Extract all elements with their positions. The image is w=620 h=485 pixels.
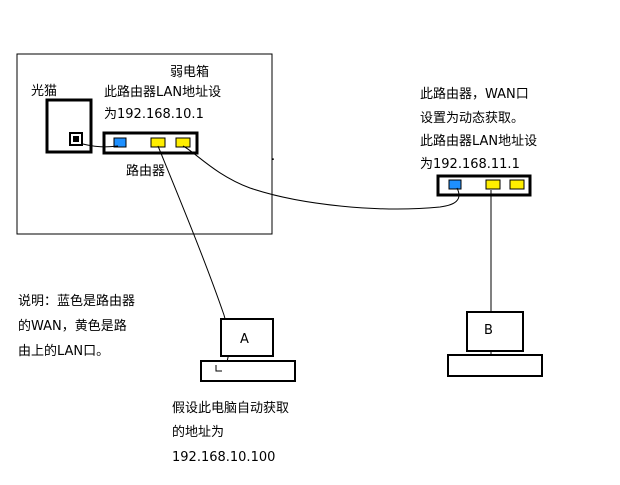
weak-box-frame (16, 53, 273, 235)
router-1-note-line-1: 此路由器LAN地址设 (104, 85, 222, 100)
pc-b (447, 311, 543, 377)
modem (45, 98, 93, 154)
pc-b-label: B (484, 323, 493, 338)
router-1-label: 路由器 (126, 164, 166, 179)
stray-mark: . (271, 149, 276, 164)
router-1-wan-port (113, 137, 127, 148)
legend-line-2: 的WAN，黄色是路 (18, 319, 127, 334)
weak-box-label: 弱电箱 (170, 65, 210, 80)
router-2-note-line-1: 此路由器，WAN口 (420, 87, 529, 102)
pc-a-note-line-1: 假设此电脑自动获取 (172, 401, 290, 416)
pc-a-note-line-2: 的地址为 (172, 425, 225, 440)
router-2-note-line-4: 为192.168.11.1 (420, 157, 520, 172)
router-1 (102, 131, 199, 155)
modem-label: 光猫 (31, 84, 58, 99)
pc-b-base (447, 354, 543, 377)
router-1-note-line-2: 为192.168.10.1 (104, 107, 204, 122)
pc-a-monitor (220, 318, 274, 357)
cable-router1-to-router2 (182, 145, 460, 210)
cable-router1-to-pc-a (157, 145, 230, 373)
router-2-lan-port-2 (509, 179, 525, 190)
pc-b-monitor (466, 311, 524, 352)
pc-a-base (200, 360, 296, 382)
pc-a-note-line-3: 192.168.10.100 (172, 450, 276, 465)
legend-line-3: 由上的LAN口。 (18, 344, 110, 359)
pc-a-label: A (240, 332, 249, 347)
router-2-lan-port-1 (485, 179, 501, 190)
legend-line-1: 说明：蓝色是路由器 (18, 294, 136, 309)
router-1-lan-port-1 (150, 137, 166, 148)
router-2-wan-port (448, 179, 462, 190)
router-2-note-line-3: 此路由器LAN地址设 (420, 134, 538, 149)
router-2 (436, 174, 532, 197)
pc-a (200, 318, 296, 382)
cable-modem-to-router1 (82, 143, 119, 148)
router-2-note-line-2: 设置为动态获取。 (420, 111, 525, 126)
router-1-lan-port-2 (175, 137, 191, 148)
